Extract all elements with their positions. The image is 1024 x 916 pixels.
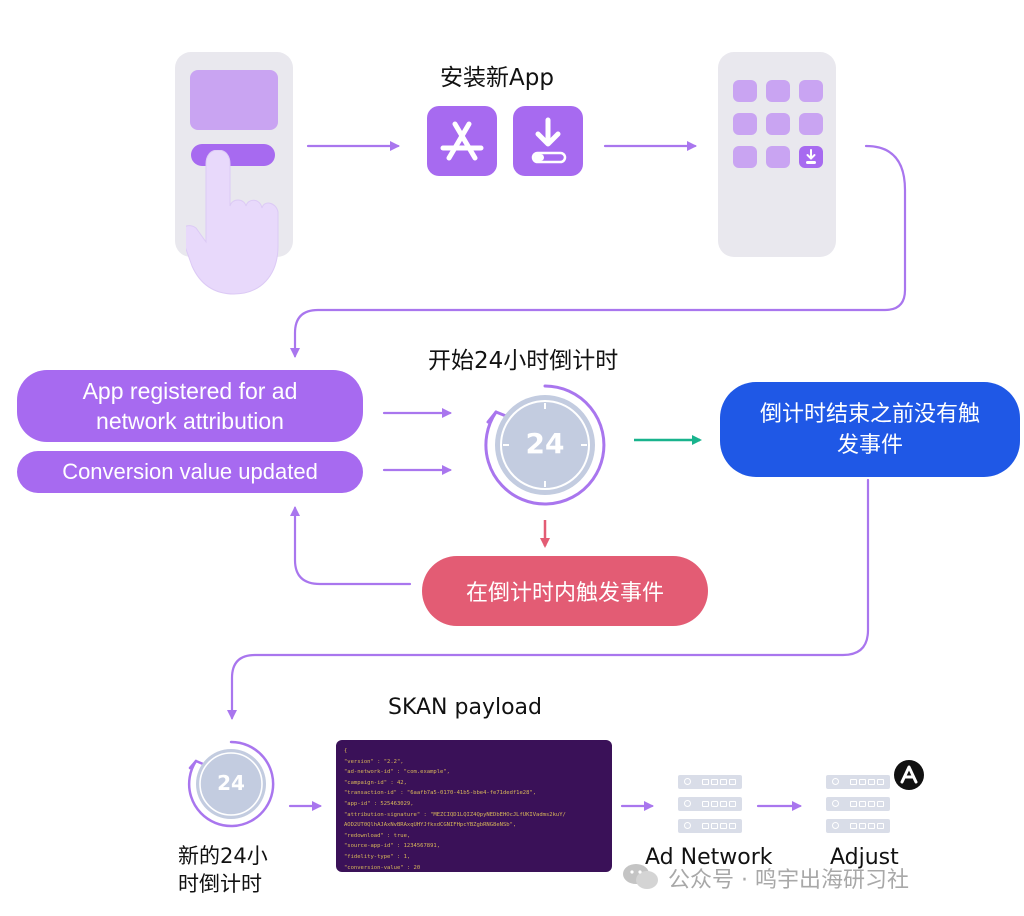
- app-icon: [766, 146, 790, 168]
- payload-line: {: [344, 748, 348, 754]
- installed-app-download-icon: [799, 146, 823, 168]
- triggered-label: 在倒计时内触发事件: [465, 581, 664, 606]
- payload-line: "source-app-id" : 1234567891,: [344, 843, 441, 850]
- payload-line: "conversion-value" : 20: [344, 864, 421, 871]
- app-icon: [799, 113, 823, 135]
- no-trigger-line2: 发事件: [836, 432, 903, 458]
- new-timer-hours: 24: [217, 771, 245, 795]
- conversion-updated-label: Conversion value updated: [62, 459, 318, 484]
- connector-triggered-loop-back: [290, 506, 412, 586]
- payload-line: "redownload" : true,: [344, 832, 411, 839]
- payload-line: "transaction-id" : "6aafb7a5-0170-41b5-b…: [344, 790, 537, 797]
- new-countdown-label-line1: 新的24小: [178, 844, 268, 868]
- timer-icon: [187, 740, 275, 828]
- app-store-icon: [427, 106, 497, 176]
- payload-line: "fidelity-type" : 1,: [344, 853, 411, 860]
- payload-line: "ad-network-id" : "com.example",: [344, 769, 450, 776]
- payload-line: AOD2UT0QlhAJAxNvBRAxqUHYJfkxdCGNIFHpcYBZ…: [344, 822, 517, 829]
- registered-pill-line1: App registered for ad: [82, 378, 298, 404]
- tap-hand-icon: [186, 150, 279, 295]
- payload-line: "version" : "2.2",: [344, 758, 404, 765]
- app-icon: [766, 80, 790, 102]
- start-countdown-label: 开始24小时倒计时: [428, 348, 619, 374]
- triggered-pill: 在倒计时内触发事件: [422, 556, 708, 626]
- download-icon: [513, 106, 583, 176]
- server-icon: [826, 775, 890, 837]
- watermark: 公众号 · 鸣宇出海研习社: [668, 868, 909, 893]
- adjust-logo-icon: [894, 760, 924, 790]
- ad-network-label: Ad Network: [645, 845, 773, 870]
- payload-line: "attribution-signature" : "MEZCIQD1LQIZ4…: [344, 811, 566, 818]
- registered-pill-line2: network attribution: [96, 408, 284, 434]
- no-trigger-line1: 倒计时结束之前没有触: [759, 401, 980, 427]
- adjust-label: Adjust: [830, 845, 899, 870]
- app-icon: [799, 80, 823, 102]
- conversion-updated-pill: Conversion value updated: [17, 451, 363, 493]
- registered-pill: App registered for ad network attributio…: [17, 370, 363, 442]
- connector-top-right-down: [290, 144, 907, 358]
- app-icon: [733, 113, 757, 135]
- no-trigger-pill: 倒计时结束之前没有触 发事件: [720, 382, 1020, 477]
- server-icon: [678, 775, 742, 837]
- payload-line: "campaign-id" : 42,: [344, 779, 407, 786]
- payload-line: "app-id" : 525463029,: [344, 800, 414, 807]
- app-icon: [733, 80, 757, 102]
- skan-payload-code: { "version" : "2.2", "ad-network-id" : "co…: [336, 740, 612, 872]
- skan-payload-title: SKAN payload: [388, 695, 542, 720]
- new-countdown-label-line2: 时倒计时: [178, 872, 262, 896]
- wechat-icon: [623, 864, 658, 889]
- timer-hours: 24: [525, 427, 565, 460]
- phone-home-screen: [718, 52, 836, 257]
- timer-icon: [484, 384, 606, 506]
- app-icon: [733, 146, 757, 168]
- connector-to-new-timer: [227, 478, 870, 720]
- app-icon: [766, 113, 790, 135]
- install-app-label: 安装新App: [440, 65, 554, 91]
- app-preview-card: [190, 70, 278, 130]
